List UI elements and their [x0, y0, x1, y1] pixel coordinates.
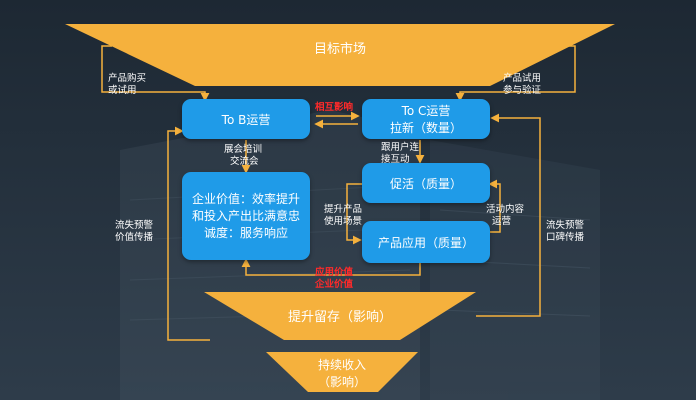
enterprise-value-box[interactable]: 企业价值：效率提升和投入产出比满意忠诚度：服务响应	[182, 172, 310, 260]
application-value-label-1: 应用价值	[315, 267, 354, 278]
right-side-label-2: 口碑传播	[546, 232, 585, 243]
connector-lines	[101, 45, 576, 341]
follow-user-label-1: 跟用户连	[381, 142, 420, 153]
activation-label: 促活（质量）	[389, 176, 462, 191]
exhibition-label-2: 交流会	[230, 156, 259, 167]
enterprise-value-label: 企业价值：效率提升和投入产出比满意忠诚度：服务响应	[191, 191, 300, 240]
upgrade-product-label-2: 使用场景	[324, 216, 363, 227]
retention-funnel	[204, 292, 476, 340]
exhibition-label-1: 展会培训	[224, 144, 263, 155]
revenue-label-2: （影响）	[317, 375, 366, 389]
product-application-box[interactable]: 产品应用（质量）	[362, 221, 490, 263]
left-top-label-1: 产品购买	[108, 73, 147, 84]
retention-label: 提升留存（影响）	[287, 310, 392, 325]
left-side-label-1: 流失预警	[115, 220, 154, 231]
follow-user-label-2: 接互动	[381, 154, 410, 165]
activity-content-label-1: 活动内容	[486, 204, 525, 215]
target-market-funnel	[65, 24, 615, 86]
toc-operation-label: To C运营	[401, 104, 451, 118]
right-top-label-1: 产品试用	[503, 73, 542, 84]
revenue-funnel	[266, 352, 418, 392]
product-application-label: 产品应用（质量）	[377, 235, 474, 250]
activity-content-label-2: 运营	[492, 216, 512, 227]
right-top-label-2: 参与验证	[503, 85, 542, 96]
tob-operation-box[interactable]: To B运营	[182, 99, 310, 139]
mutual-influence-label: 相互影响	[315, 102, 354, 113]
toc-acquisition-label: 拉新（数量）	[389, 121, 462, 135]
activation-box[interactable]: 促活（质量）	[362, 163, 490, 203]
tob-operation-label: To B运营	[221, 112, 271, 127]
left-side-label-2: 价值传播	[115, 232, 154, 243]
revenue-label-1: 持续收入	[317, 358, 366, 372]
left-top-label-2: 或试用	[108, 85, 137, 96]
right-side-label-1: 流失预警	[546, 220, 585, 231]
application-value-label-2: 企业价值	[315, 279, 354, 290]
upgrade-product-label-1: 提升产品	[324, 204, 363, 215]
toc-operation-box[interactable]: To C运营 拉新（数量）	[362, 99, 490, 139]
target-market-label: 目标市场	[313, 42, 366, 57]
